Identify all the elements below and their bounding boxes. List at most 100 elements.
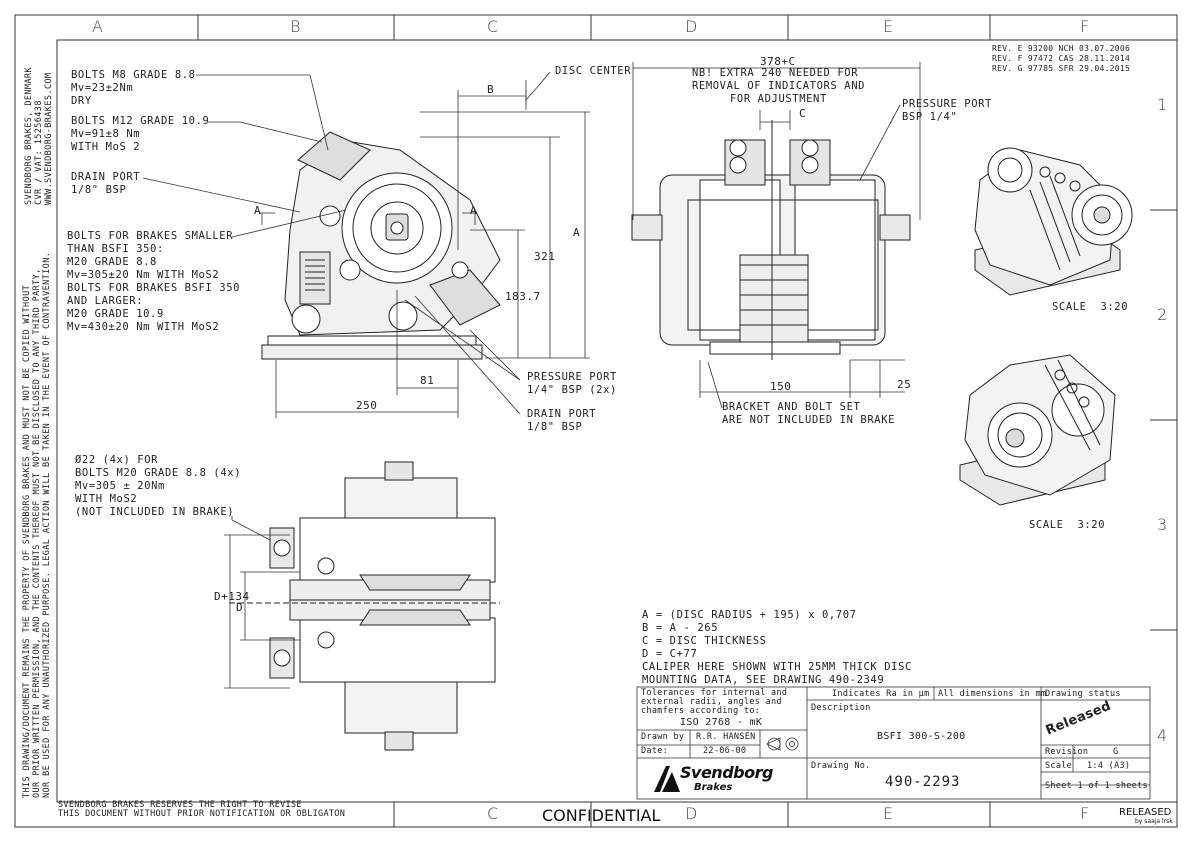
logo-subtitle: Brakes (694, 782, 733, 793)
note-line: 1/8" BSP (527, 421, 583, 433)
zone-label-right-2: 2 (1157, 305, 1168, 324)
footer-notice-1: SVENDBORG BRAKES RESERVES THE RIGHT TO R… (58, 800, 302, 810)
released-footer-label: RELEASED (1119, 807, 1172, 818)
note-line: PRESSURE PORT (902, 98, 992, 110)
drawing-number-value: 490-2293 (885, 774, 961, 790)
note-line: REMOVAL OF INDICATORS AND (692, 80, 866, 92)
formula-line: CALIPER HERE SHOWN WITH 25MM THICK DISC (642, 661, 912, 673)
dimension-250: 250 (356, 399, 378, 412)
isometric-view-1 (974, 147, 1133, 296)
iso-standard: ISO 2768 - mK (680, 717, 763, 728)
side-view-dimensions (142, 71, 590, 418)
zone-label-top-a: A (92, 17, 103, 36)
dimension-81: 81 (420, 374, 435, 387)
zone-label-bottom-d: D (685, 804, 698, 823)
note-line: WITH MoS 2 (71, 141, 141, 153)
revision-e: REV. E 93200 NCH 03.07.2006 (992, 44, 1131, 53)
revision-value: G (1113, 747, 1119, 757)
tolerances-text: chamfers according to: (641, 706, 761, 716)
dimension-378-c: 378+C (760, 55, 796, 68)
note-line: Mv=305±20 Nm WITH MoS2 (67, 269, 220, 281)
zone-label-top-c: C (487, 17, 499, 36)
dimension-c: C (799, 107, 807, 120)
zone-label-top-e: E (883, 17, 894, 36)
note-line: M20 GRADE 8.8 (67, 256, 157, 268)
copyright-side-text-2: OUR PRIOR WRITTEN PERMISSION, AND THE CO… (32, 268, 42, 798)
formula-line: D = C+77 (642, 648, 698, 660)
note-line: DRY (71, 95, 92, 107)
dimension-a: A (573, 226, 581, 239)
zone-label-bottom-c: C (487, 804, 499, 823)
zone-label-top-f: F (1080, 17, 1090, 36)
dimension-183-7: 183.7 (505, 290, 541, 303)
section-marker-left: A (254, 204, 262, 217)
description-value: BSFI 300-S-200 (877, 731, 966, 742)
note-line: BSP 1/4" (902, 111, 958, 123)
note-line: DRAIN PORT (527, 408, 597, 420)
note-line: PRESSURE PORT (527, 371, 617, 383)
note-line: NB! EXTRA 240 NEEDED FOR (692, 67, 859, 79)
note-line: 1/4" BSP (2x) (527, 384, 617, 396)
company-side-text-1: SVENDBORG BRAKES, DENMARK (24, 67, 34, 205)
note-line: Mv=430±20 Nm WITH MoS2 (67, 321, 220, 333)
zone-label-top-b: B (290, 17, 301, 36)
note-line: Mv=305 ± 20Nm (75, 480, 165, 492)
note-line: AND LARGER: (67, 295, 144, 307)
title-block-frame (636, 686, 1151, 800)
released-by-label: by saaja lrsk (1135, 818, 1173, 825)
note-line: Mv=91±8 Nm (71, 128, 141, 140)
note-line: DRAIN PORT (71, 171, 141, 183)
zone-label-bottom-f: F (1080, 804, 1090, 823)
note-line: Mv=23±2Nm (71, 82, 134, 94)
copyright-side-text-1: THIS DRAWING/DOCUMENT REMAINS THE PROPER… (22, 284, 32, 798)
drawn-by-value: R.R. HANSEN (696, 732, 756, 742)
note-line: M20 GRADE 10.9 (67, 308, 164, 320)
roughness-note: Indicates Ra in µm (832, 689, 930, 699)
dimension-25: 25 (897, 378, 912, 391)
drawing-status-label: Drawing status (1045, 689, 1121, 699)
formula-line: B = A - 265 (642, 622, 719, 634)
note-line: BOLTS FOR BRAKES BSFI 350 (67, 282, 241, 294)
description-label: Description (811, 703, 871, 713)
formula-line: A = (DISC RADIUS + 195) x 0,707 (642, 609, 857, 621)
dimension-b: B (487, 83, 495, 96)
svendborg-logo: Svendborg Brakes (652, 762, 797, 796)
zone-label-bottom-e: E (883, 804, 894, 823)
formula-line: MOUNTING DATA, SEE DRAWING 490-2349 (642, 674, 885, 686)
company-side-text-2: CVR / VAT: 15256438 (34, 100, 44, 205)
copyright-side-text-3: NOR BE USED FOR ANY UNAUTHORIZED PURPOSE… (42, 251, 52, 798)
dimension-321: 321 (534, 250, 556, 263)
revision-label: Revision (1045, 747, 1089, 757)
scale-label: Scale (1045, 761, 1073, 771)
formula-line: C = DISC THICKNESS (642, 635, 767, 647)
tolerances-text: Tolerances for internal and (641, 688, 788, 698)
zone-label-top-d: D (685, 17, 698, 36)
revision-f: REV. F 97472 CAS 28.11.2014 (992, 54, 1131, 63)
side-view-drawing (261, 131, 501, 360)
revision-g: REV. G 97785 SFR 29.04.2015 (992, 64, 1131, 73)
date-value: 22-06-00 (703, 746, 747, 756)
logo-mark-icon (654, 766, 680, 792)
note-line: WITH MoS2 (75, 493, 138, 505)
tolerances-text: external radii, angles and (641, 697, 782, 707)
note-line: Ø22 (4x) FOR (75, 454, 159, 466)
note-line: BOLTS M12 GRADE 10.9 (71, 115, 210, 127)
drawn-by-label: Drawn by (641, 732, 685, 742)
note-line: BOLTS FOR BRAKES SMALLER (67, 230, 234, 242)
date-label: Date: (641, 746, 669, 756)
dimension-d: D (236, 601, 244, 614)
note-disc-center: DISC CENTER (555, 65, 632, 77)
all-dimensions-note: All dimensions in mm (938, 689, 1047, 699)
note-line: THAN BSFI 350: (67, 243, 164, 255)
dimension-150: 150 (770, 380, 792, 393)
note-line: BRACKET AND BOLT SET (722, 401, 861, 413)
front-view-drawing (631, 120, 911, 360)
isometric-view-2 (959, 354, 1116, 506)
scale-label-iso-2: SCALE 3:20 (1029, 519, 1106, 531)
scale-value: 1:4 (A3) (1087, 761, 1131, 771)
sheet-count: Sheet 1 of 1 sheets (1045, 781, 1148, 791)
zone-label-right-3: 3 (1157, 515, 1168, 534)
company-side-text-3: WWW.SVENDBORG-BRAKES.COM (44, 72, 54, 205)
note-line: FOR ADJUSTMENT (730, 93, 827, 105)
